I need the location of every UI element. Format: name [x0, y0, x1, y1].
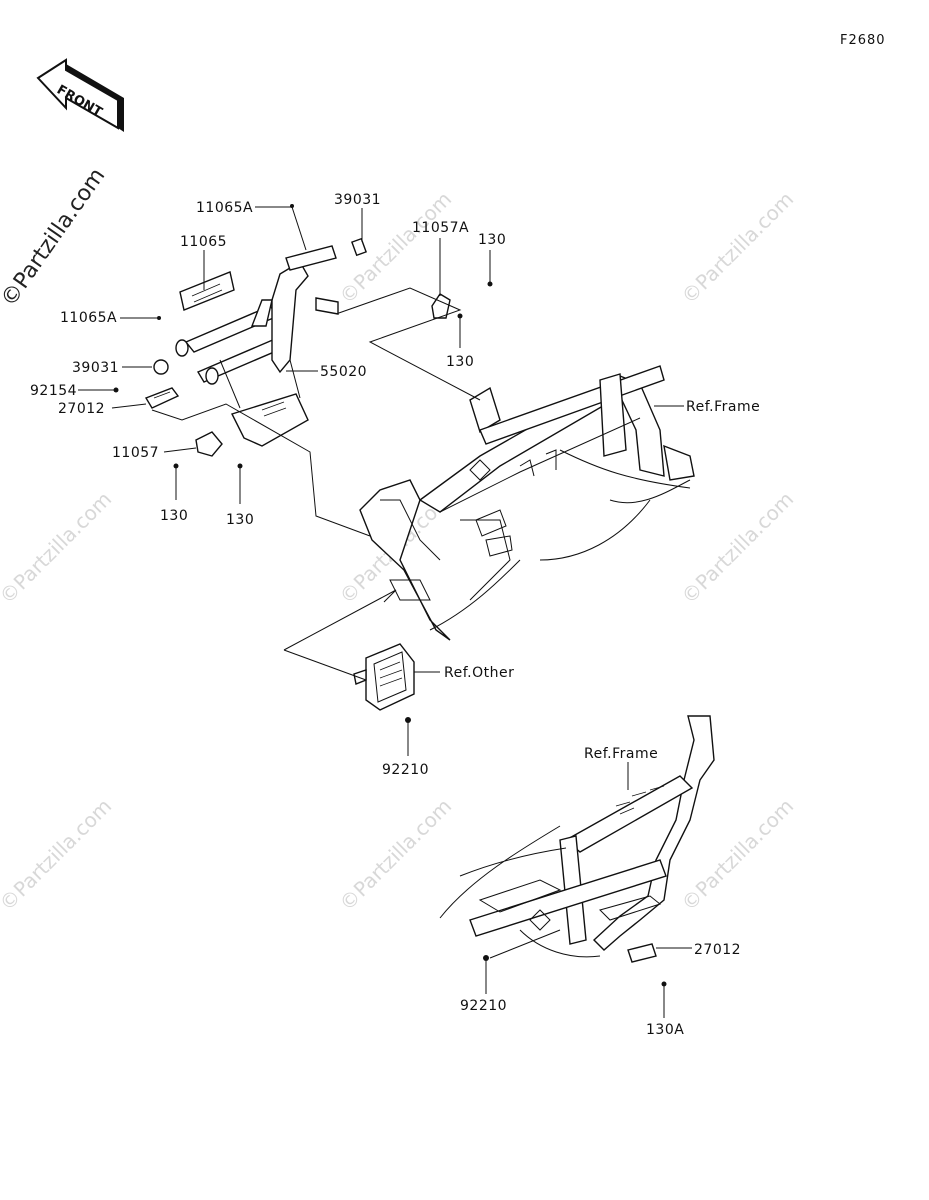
- plate-27012-left: [144, 387, 180, 409]
- watermark-tile: ©Partzilla.com: [335, 794, 457, 916]
- callout-11065A-left: 11065A: [60, 310, 117, 326]
- callout-39031-left: 39031: [72, 360, 119, 376]
- watermark-tile: ©Partzilla.com: [0, 794, 116, 916]
- callout-130-mid: 130: [446, 354, 474, 370]
- callout-130-top: 130: [478, 232, 506, 248]
- watermark-tile: ©Partzilla.com: [677, 794, 799, 916]
- callout-11057A: 11057A: [412, 220, 469, 236]
- callout-39031-top: 39031: [334, 192, 381, 208]
- leader-lines: [78, 206, 692, 1018]
- watermark-tile: ©Partzilla.com: [677, 487, 799, 609]
- callout-27012-right: 27012: [694, 942, 741, 958]
- callout-92210-bottom: 92210: [460, 998, 507, 1014]
- cap-39031-left: [153, 359, 169, 375]
- callout-92154: 92154: [30, 383, 77, 399]
- figure-code: F2680: [840, 33, 886, 48]
- callout-11065A-top: 11065A: [196, 200, 253, 216]
- callout-11065: 11065: [180, 234, 227, 250]
- skid-plate: [353, 643, 415, 711]
- callout-130-bottom-left: 130: [160, 508, 188, 524]
- watermark-tile: ©Partzilla.com: [677, 187, 799, 309]
- callout-130-bottom-right: 130: [226, 512, 254, 528]
- front-arrow-icon: FRONT: [36, 58, 124, 132]
- callout-ref-frame-lower: Ref.Frame: [584, 746, 658, 762]
- main-frame: [359, 365, 695, 641]
- lower-frame: [439, 715, 715, 963]
- watermark-tile: ©Partzilla.com: [0, 487, 116, 609]
- callout-ref-other: Ref.Other: [444, 665, 514, 681]
- watermark-primary: ©Partzilla.com: [0, 164, 110, 312]
- callout-ref-frame-upper: Ref.Frame: [686, 399, 760, 415]
- callout-55020: 55020: [320, 364, 367, 380]
- grip-39031-top: [351, 237, 367, 257]
- callout-92210-mid: 92210: [382, 762, 429, 778]
- callout-130A: 130A: [646, 1022, 684, 1038]
- bracket-11057: [195, 431, 223, 457]
- pad-11065: [179, 271, 235, 311]
- callout-labels: 11065A 39031 11065 11057A 130 11065A 130…: [30, 192, 760, 1038]
- callout-11057: 11057: [112, 445, 159, 461]
- fastener-dots: [113, 204, 667, 987]
- callout-27012-left: 27012: [58, 401, 105, 417]
- front-guard-assembly: [175, 245, 339, 447]
